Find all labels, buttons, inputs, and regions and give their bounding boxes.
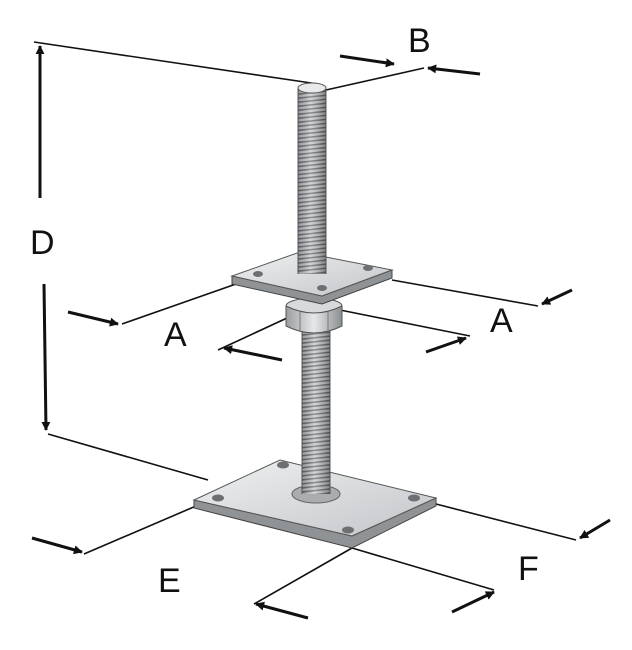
d-arrow-down — [41, 283, 51, 431]
top-plate-hole — [363, 265, 373, 271]
upper-threaded-rod — [297, 82, 327, 274]
rod-top-end — [297, 82, 327, 94]
lower-threaded-rod — [301, 330, 331, 494]
label-f: F — [518, 550, 539, 588]
a-arrow-left — [67, 310, 119, 327]
e-extension-line — [83, 505, 197, 555]
b-extension-line — [325, 67, 425, 91]
a-front-arrow-right — [425, 336, 467, 354]
top-plate-hole — [317, 285, 327, 291]
base-plate-hole — [408, 494, 420, 502]
f-arrow — [579, 518, 611, 540]
label-e: E — [158, 562, 181, 600]
label-d: D — [30, 224, 55, 262]
a-extension-front-right — [339, 309, 471, 337]
e-arrow — [31, 536, 83, 555]
hex-nut — [285, 297, 343, 334]
bottom-arrow-right — [451, 590, 495, 614]
label-a-right: A — [490, 302, 513, 340]
d-extension-bottom — [47, 433, 209, 481]
base-plate-hole — [342, 526, 354, 534]
bottom-front-extension-right — [351, 547, 495, 591]
a-extension-right — [391, 279, 539, 307]
d-extension-top — [33, 41, 319, 85]
base-plate-hole — [212, 494, 224, 502]
a-arrow-right — [541, 288, 573, 306]
base-plate-hole — [277, 461, 289, 469]
bottom-front-extension-left — [253, 547, 353, 605]
top-plate-hole — [253, 271, 263, 277]
label-b: B — [408, 22, 431, 60]
bottom-arrow-left — [255, 601, 309, 620]
a-front-arrow-left — [223, 345, 283, 362]
dimension-arrows — [31, 45, 611, 620]
label-a-left: A — [164, 316, 187, 354]
a-extension-left — [121, 283, 237, 325]
f-extension-line — [435, 503, 577, 541]
b-arrow-right — [427, 64, 481, 76]
b-arrow-left — [339, 54, 395, 68]
dimension-labels: B D A A E F — [30, 22, 539, 600]
